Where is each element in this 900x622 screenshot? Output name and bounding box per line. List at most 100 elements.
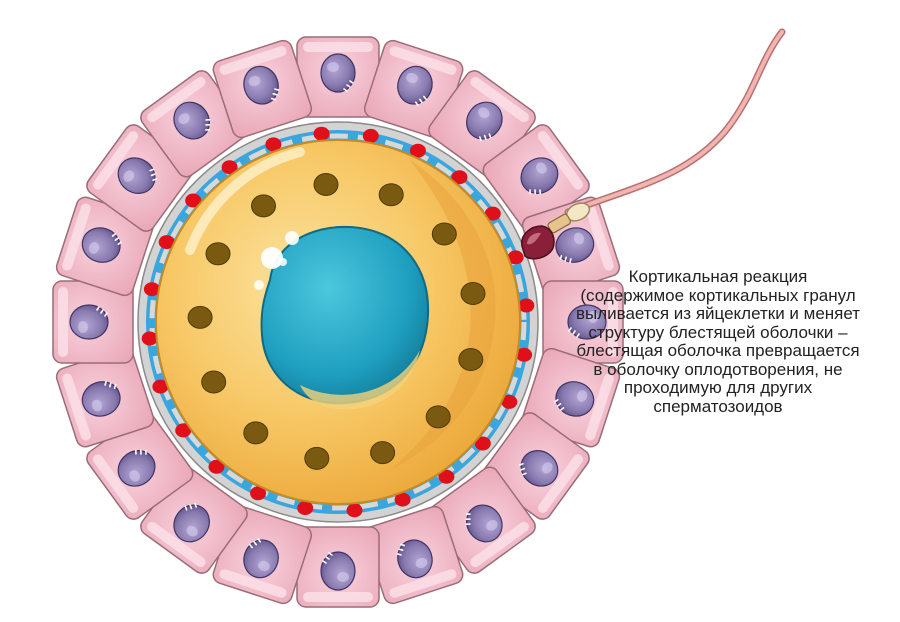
- cortical-granule: [141, 331, 158, 346]
- caption-line: блестящая оболочка превращается: [576, 341, 860, 360]
- follicle-nucleus: [466, 504, 503, 543]
- follicle-nucleus-sparkle: [554, 398, 565, 411]
- nucleolus-bubble: [279, 258, 287, 266]
- follicle-cell: [86, 412, 194, 520]
- follicle-nucleus-highlight: [78, 321, 88, 333]
- follicle-cell-highlight: [537, 131, 584, 190]
- sperm-tail-inner: [566, 30, 784, 214]
- cortical-granule: [474, 436, 491, 451]
- yolk-granule: [313, 173, 339, 196]
- follicle-nucleus: [520, 450, 559, 487]
- cortical-granule: [346, 503, 363, 518]
- cortical-granule: [185, 193, 202, 208]
- yolk-granule: [460, 282, 486, 305]
- cortical-granule: [297, 501, 314, 516]
- follicle-nucleus: [173, 101, 210, 140]
- follicle-nucleus-sparkle: [529, 189, 541, 195]
- sperm-icon: [521, 28, 786, 260]
- follicle-nucleus-sparkle: [322, 552, 333, 564]
- nucleolus-bubble: [285, 231, 299, 245]
- yolk-granule: [243, 421, 269, 445]
- yolk-granule: [304, 446, 330, 470]
- follicle-nucleus-highlight: [123, 170, 135, 182]
- follicle-nucleus-highlight: [129, 470, 141, 482]
- follicle-cell-highlight: [147, 521, 206, 568]
- cortical-granule: [501, 394, 518, 409]
- caption-line: (содержимое кортикальных гранул: [580, 285, 856, 305]
- follicle-cell: [542, 280, 624, 364]
- follicle-cell-highlight: [470, 521, 529, 568]
- follicle-nucleus-sparkle: [568, 327, 580, 338]
- follicle-nucleus: [397, 65, 433, 105]
- follicle-nucleus-sparkle: [149, 168, 158, 181]
- cortical-granule: [518, 298, 535, 313]
- follicle-nucleus: [81, 381, 121, 417]
- yolk-granule: [187, 305, 213, 329]
- yolk-granule: [205, 242, 231, 266]
- sperm-tail: [564, 28, 786, 216]
- follicle-nucleus-highlight: [88, 242, 100, 254]
- follicle-cell-highlight: [470, 76, 529, 123]
- follicle-nucleus-sparkle: [104, 380, 117, 390]
- follicle-nucleus-highlight: [327, 62, 339, 72]
- cortical-granule: [175, 423, 192, 438]
- follicle-nucleus-highlight: [178, 113, 190, 125]
- yolk-granules: [187, 173, 486, 470]
- follicle-cells: [52, 36, 624, 608]
- follicle-nucleus-highlight: [248, 75, 261, 87]
- cortical-granule: [451, 170, 468, 185]
- cortical-granule: [362, 128, 379, 143]
- sperm-neck: [547, 213, 572, 234]
- follicle-nucleus-highlight: [337, 572, 349, 582]
- cortical-granule: [208, 459, 225, 474]
- cytoplasm-highlight: [185, 147, 305, 255]
- follicle-cell-highlight: [303, 592, 373, 602]
- follicle-nucleus-highlight: [478, 107, 490, 119]
- follicle-nucleus: [520, 157, 559, 194]
- follicle-nucleus: [117, 157, 156, 194]
- follicle-nucleus-highlight: [258, 560, 270, 572]
- follicle-nucleus-sparkle: [270, 88, 280, 101]
- sperm-head-cap: [527, 232, 541, 245]
- nucleolus-bubble: [261, 247, 283, 269]
- follicle-nucleus-sparkle: [96, 306, 108, 317]
- cytoplasm-shadow: [390, 160, 496, 470]
- follicle-cell-highlight: [585, 373, 614, 441]
- follicle-nucleus-sparkle: [414, 95, 427, 106]
- yolk-granule: [201, 370, 227, 394]
- follicle-cell-highlight: [389, 569, 457, 598]
- yolk-granule: [251, 194, 276, 218]
- caption-line: выливается из яйцеклетки и меняет: [575, 304, 861, 323]
- follicle-nucleus-sparkle: [184, 502, 197, 511]
- cortical-granule: [409, 143, 426, 158]
- yolk-granule: [370, 441, 396, 465]
- caption-line: структуру блестящей оболочки –: [588, 322, 848, 342]
- follicle-nucleus: [117, 450, 156, 487]
- cortical-granule: [313, 126, 330, 141]
- follicle-nucleus-sparkle: [465, 513, 471, 525]
- follicle-nucleus: [555, 381, 595, 417]
- nucleus-shadow: [300, 350, 420, 410]
- follicle-nucleus-sparkle: [205, 119, 211, 131]
- cortical-granule: [143, 282, 160, 297]
- follicle-nucleus-sparkle: [518, 463, 527, 476]
- zona-inner-band: [149, 133, 527, 511]
- follicle-nucleus-highlight: [541, 462, 553, 474]
- sperm-head: [521, 225, 555, 260]
- cortical-granule: [265, 137, 282, 152]
- follicle-nucleus-sparkle: [559, 254, 572, 264]
- caption-line: Кортикальная реакция: [628, 267, 808, 286]
- follicle-cell-highlight: [219, 46, 287, 75]
- caption-line: проходимую для других: [623, 378, 813, 397]
- follicle-nucleus-sparkle: [111, 233, 122, 246]
- cortical-granule: [158, 235, 175, 250]
- cortical-granule: [152, 379, 169, 394]
- follicle-nucleus-highlight: [486, 519, 498, 531]
- follicle-cell-highlight: [92, 454, 139, 513]
- follicle-cell-highlight: [62, 203, 91, 271]
- follicle-cell-highlight: [585, 203, 614, 271]
- follicle-nucleus-sparkle: [135, 449, 147, 455]
- follicle-nucleus-sparkle: [479, 133, 492, 142]
- follicle-nucleus-highlight: [588, 311, 598, 323]
- yolk-granule: [431, 222, 457, 246]
